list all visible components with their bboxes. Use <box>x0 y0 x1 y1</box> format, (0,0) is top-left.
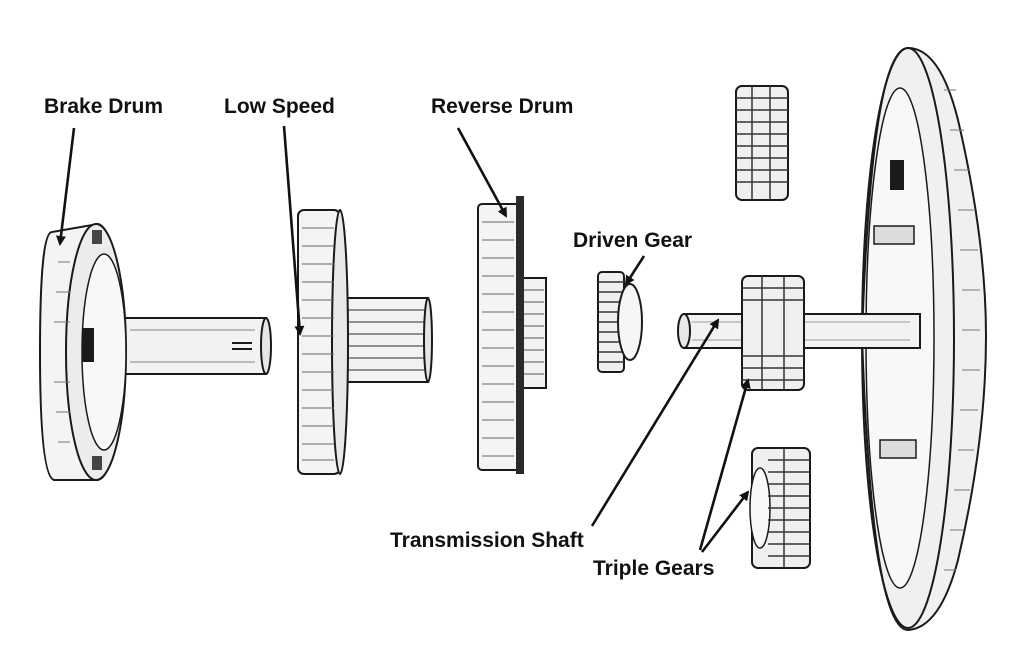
triple-gear-middle <box>741 275 805 391</box>
label-brake-drum: Brake Drum <box>44 95 164 118</box>
reverse-drum <box>477 196 547 474</box>
brake-drum <box>38 222 272 481</box>
triple-gear-top <box>735 85 789 201</box>
arrow-triple-gears-bottom <box>700 490 750 553</box>
arrow-low-speed <box>282 125 305 336</box>
arrow-brake-drum <box>55 127 76 246</box>
label-triple-gears: Triple Gears <box>593 557 715 580</box>
label-driven-gear: Driven Gear <box>573 229 693 252</box>
arrow-triple-gears-middle <box>698 378 751 551</box>
driven-gear <box>597 271 643 373</box>
triple-gear-bottom <box>749 447 811 569</box>
callout-arrows <box>55 125 751 553</box>
arrow-driven-gear <box>624 255 646 286</box>
label-reverse-drum: Reverse Drum <box>431 95 574 118</box>
label-low-speed: Low Speed <box>224 95 335 118</box>
low-speed-drum <box>297 209 433 475</box>
arrow-reverse-drum <box>456 127 508 218</box>
label-transmission-shaft: Transmission Shaft <box>390 529 584 552</box>
arrow-transmission-shaft <box>590 318 720 527</box>
